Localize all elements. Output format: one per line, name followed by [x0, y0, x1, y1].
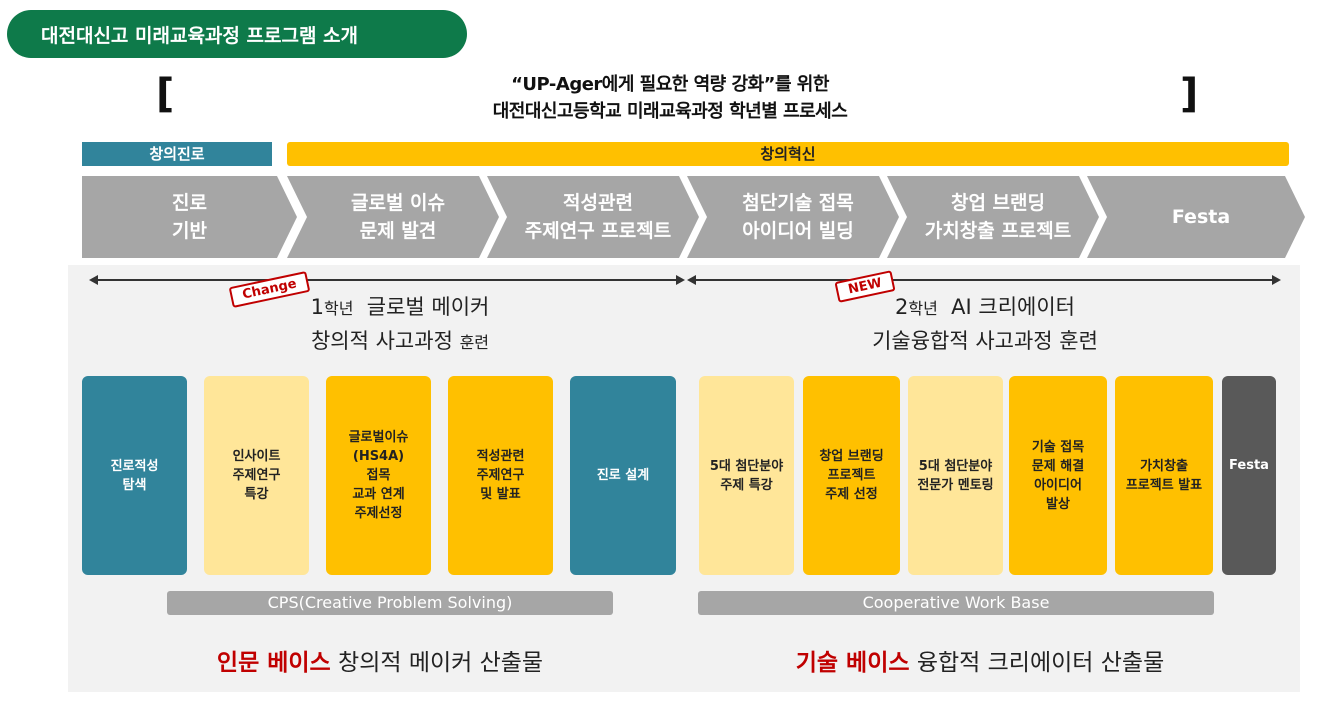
grade1-grade-word: 학년 [323, 299, 354, 318]
grade1-box-2: 인사이트 주제연구 특강 [204, 376, 309, 575]
grade1-output-highlight: 인문 베이스 [216, 650, 331, 676]
grade1-output: 인문 베이스 창의적 메이커 산출물 [150, 643, 610, 677]
process-step-2: 글로벌 이슈 문제 발견 [287, 176, 499, 258]
subtitle-line-1: “UP-Ager에게 필요한 역량 강화”를 위한 [511, 74, 829, 95]
process-step-5-line1: 창업 브랜딩 [950, 192, 1045, 214]
grade2-title: 2학년 AI 크리에이터 기술융합적 사고과정 훈련 [820, 291, 1150, 358]
process-step-2-line1: 글로벌 이슈 [350, 192, 445, 214]
process-step-4-line1: 첨단기술 접목 [742, 192, 854, 214]
grade1-output-rest: 창의적 메이커 산출물 [338, 650, 544, 676]
grade2-subtitle: 기술융합적 사고과정 훈련 [872, 329, 1098, 353]
page-title: 대전대신고 미래교육과정 프로그램 소개 [7, 10, 467, 58]
grade2-box-2-text: 창업 브랜딩 프로젝트 주제 선정 [819, 449, 884, 502]
process-step-3-line1: 적성관련 [563, 192, 633, 214]
grade1-box-5: 진로 설계 [570, 376, 676, 575]
grade1-box-1-text: 진로적성 탐색 [110, 458, 159, 493]
grade2-box-6-text: Festa [1229, 458, 1269, 473]
process-step-4-line2: 아이디어 빌딩 [742, 220, 854, 242]
process-step-5: 창업 브랜딩 가치창출 프로젝트 [887, 176, 1099, 258]
subtitle-line-2: 대전대신고등학교 미래교육과정 학년별 프로세스 [492, 101, 848, 122]
grade2-box-5-text: 가치창출 프로젝트 발표 [1125, 458, 1203, 493]
left-bracket: [ [156, 71, 175, 117]
grade2-box-4-text: 기술 접목 문제 해결 아이디어 발상 [1031, 439, 1085, 512]
grade2-box-5: 가치창출 프로젝트 발표 [1115, 376, 1213, 575]
grade2-box-6: Festa [1222, 376, 1276, 575]
process-step-6: Festa [1087, 176, 1305, 258]
process-step-4: 첨단기술 접목 아이디어 빌딩 [687, 176, 899, 258]
grade2-box-3-text: 5대 첨단분야 전문가 멘토링 [917, 458, 994, 493]
grade1-subtitle: 창의적 사고과정 [310, 329, 453, 353]
grade1-box-4: 적성관련 주제연구 및 발표 [448, 376, 553, 575]
cps-base-bar: CPS(Creative Problem Solving) [167, 591, 613, 615]
grade2-output: 기술 베이스 융합적 크리에이터 산출물 [740, 643, 1220, 677]
grade1-box-5-text: 진로 설계 [596, 468, 650, 483]
grade2-name: AI 크리에이터 [951, 295, 1076, 319]
grade1-suffix: 훈련 [459, 333, 490, 352]
grade2-output-rest: 융합적 크리에이터 산출물 [916, 650, 1165, 676]
process-step-3-line2: 주제연구 프로젝트 [524, 220, 672, 242]
process-step-6-line1: Festa [1171, 206, 1231, 228]
process-step-1-line2: 기반 [172, 220, 207, 242]
grade2-box-3: 5대 첨단분야 전문가 멘토링 [908, 376, 1003, 575]
grade1-name: 글로벌 메이커 [366, 295, 490, 319]
cooperative-base-bar: Cooperative Work Base [698, 591, 1214, 615]
grade1-box-1: 진로적성 탐색 [82, 376, 187, 575]
process-step-1: 진로 기반 [82, 176, 297, 258]
grade2-box-1-text: 5대 첨단분야 주제 특강 [709, 458, 784, 493]
grade1-number: 1 [310, 295, 324, 319]
category-creative-career: 창의진로 [82, 142, 272, 166]
process-step-5-line2: 가치창출 프로젝트 [924, 220, 1072, 242]
grade2-box-2: 창업 브랜딩 프로젝트 주제 선정 [803, 376, 900, 575]
grade1-box-3: 글로벌이슈 (HS4A) 접목 교과 연계 주제선정 [326, 376, 431, 575]
category-creative-innovation: 창의혁신 [287, 142, 1289, 166]
grade2-span-arrow [687, 275, 1281, 285]
right-bracket: ] [1180, 71, 1199, 117]
grade2-box-4: 기술 접목 문제 해결 아이디어 발상 [1009, 376, 1107, 575]
grade2-grade-word: 학년 [908, 299, 938, 318]
grade1-title: 1학년 글로벌 메이커 창의적 사고과정 훈련 [240, 291, 560, 359]
grade1-box-3-text: 글로벌이슈 (HS4A) 접목 교과 연계 주제선정 [348, 430, 409, 521]
grade1-box-4-text: 적성관련 주제연구 및 발표 [476, 449, 525, 502]
process-step-3: 적성관련 주제연구 프로젝트 [487, 176, 699, 258]
grade2-number: 2 [894, 295, 909, 319]
grade2-box-1: 5대 첨단분야 주제 특강 [699, 376, 794, 575]
grade1-span-arrow [89, 275, 685, 285]
process-step-2-line2: 문제 발견 [359, 220, 437, 242]
process-step-1-line1: 진로 [172, 192, 207, 214]
grade1-box-2-text: 인사이트 주제연구 특강 [232, 449, 281, 502]
grade2-output-highlight: 기술 베이스 [795, 650, 910, 676]
